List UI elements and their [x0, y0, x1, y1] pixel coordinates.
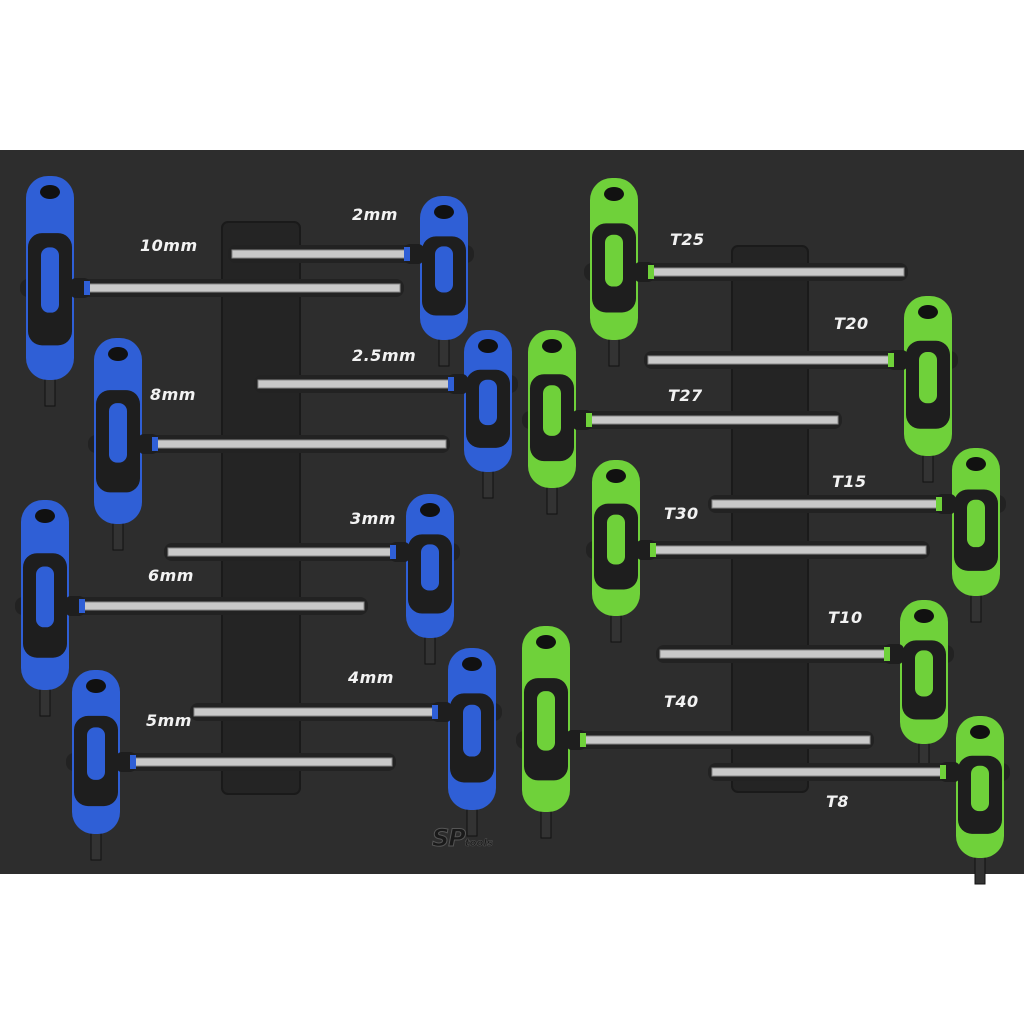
wrench-t15-hole [966, 457, 986, 471]
wrench-5mm-tip [90, 829, 102, 861]
wrench-3mm-insert [421, 544, 439, 591]
wrench-t30-hole [606, 469, 626, 483]
wrench-3mm-tip [424, 633, 436, 665]
wrench-6mm-shaft [64, 601, 365, 611]
wrench-t30-shaft [635, 545, 927, 555]
wrench-5mm-ring [130, 755, 136, 769]
wrench-t27-shaft [571, 415, 839, 425]
wrench-2-5mm-shaft [257, 379, 469, 389]
wrench-4mm-shaft [193, 707, 453, 717]
wrench-t10-hole [914, 609, 934, 623]
wrench-t25-ring [648, 265, 654, 279]
wrench-t8-shaft [711, 767, 961, 777]
label-t40: T40 [664, 692, 699, 711]
label-t27: T27 [668, 386, 703, 405]
wrench-2-5mm-ring [448, 377, 454, 391]
wrench-t15-ring [936, 497, 942, 511]
wrench-4mm-insert [463, 704, 481, 757]
brand-logo: SPtools [432, 824, 494, 853]
label-6mm: 6mm [148, 566, 194, 585]
wrench-t25-insert [605, 234, 623, 287]
wrench-t40-tip [540, 807, 552, 839]
wrench-t10-shaft [659, 649, 905, 659]
wrench-t15-insert [967, 499, 985, 548]
wrench-5mm-insert [87, 727, 105, 780]
wrench-10mm-insert [41, 247, 59, 313]
wrench-3mm-ring [390, 545, 396, 559]
wrench-2-5mm-tip [482, 467, 494, 499]
wrench-t15-shaft [711, 499, 957, 509]
wrench-t27-hole [542, 339, 562, 353]
wrench-t27-ring [586, 413, 592, 427]
label-t20: T20 [834, 314, 869, 333]
wrench-t40-hole [536, 635, 556, 649]
wrench-6mm-insert [36, 566, 54, 628]
label-t30: T30 [664, 504, 699, 523]
wrench-2mm-shaft [231, 249, 425, 259]
wrench-2-5mm-hole [478, 339, 498, 353]
wrench-4mm-hole [462, 657, 482, 671]
wrench-t20-hole [918, 305, 938, 319]
wrench-t20-ring [888, 353, 894, 367]
wrench-t30-tip [610, 611, 622, 643]
label-10mm: 10mm [140, 236, 198, 255]
wrench-6mm-tip [39, 685, 51, 717]
wrench-t8-ring [940, 765, 946, 779]
wrench-t40-insert [537, 691, 555, 751]
wrench-t20-shaft [647, 355, 909, 365]
label-2-5mm: 2.5mm [352, 346, 417, 365]
wrench-2mm-insert [435, 246, 453, 293]
wrench-t27-tip [546, 483, 558, 515]
wrench-6mm-ring [79, 599, 85, 613]
wrench-6mm-hole [35, 509, 55, 523]
wrench-t25-tip [608, 335, 620, 367]
wrench-2mm-hole [434, 205, 454, 219]
label-t15: T15 [832, 472, 867, 491]
label-t25: T25 [670, 230, 705, 249]
wrench-t8-hole [970, 725, 990, 739]
wrench-10mm-shaft [69, 283, 401, 293]
label-5mm: 5mm [146, 711, 192, 730]
label-2mm: 2mm [352, 205, 398, 224]
wrench-t40-shaft [565, 735, 871, 745]
label-t10: T10 [828, 608, 863, 627]
label-8mm: 8mm [150, 385, 196, 404]
wrench-2-5mm-insert [479, 379, 497, 426]
wrench-t10-insert [915, 650, 933, 697]
wrench-8mm-insert [109, 403, 127, 463]
wrench-2mm-ring [404, 247, 410, 261]
wrench-t20-tip [922, 451, 934, 483]
wrench-t27-insert [543, 385, 561, 436]
foam-pillar-left [221, 221, 301, 795]
label-4mm: 4mm [348, 668, 394, 687]
wrench-8mm-tip [112, 519, 124, 551]
wrench-t25-hole [604, 187, 624, 201]
wrench-3mm-shaft [167, 547, 411, 557]
wrench-10mm-tip [44, 375, 56, 407]
wrench-8mm-hole [108, 347, 128, 361]
wrench-t30-ring [650, 543, 656, 557]
label-3mm: 3mm [350, 509, 396, 528]
wrench-4mm-ring [432, 705, 438, 719]
wrench-2mm-tip [438, 335, 450, 367]
wrench-t15-tip [970, 591, 982, 623]
wrench-t8-insert [971, 765, 989, 812]
wrench-t40-ring [580, 733, 586, 747]
wrench-t25-shaft [633, 267, 905, 277]
wrench-10mm-hole [40, 185, 60, 199]
wrench-8mm-ring [152, 437, 158, 451]
wrench-5mm-hole [86, 679, 106, 693]
wrench-t30-insert [607, 514, 625, 565]
foam-pillar-right [731, 245, 809, 793]
wrench-t8-tip [974, 853, 986, 885]
wrench-3mm-hole [420, 503, 440, 517]
label-t8: T8 [826, 792, 850, 811]
wrench-8mm-shaft [137, 439, 447, 449]
wrench-t20-insert [919, 352, 937, 404]
wrench-t10-ring [884, 647, 890, 661]
wrench-5mm-shaft [115, 757, 393, 767]
wrench-10mm-ring [84, 281, 90, 295]
